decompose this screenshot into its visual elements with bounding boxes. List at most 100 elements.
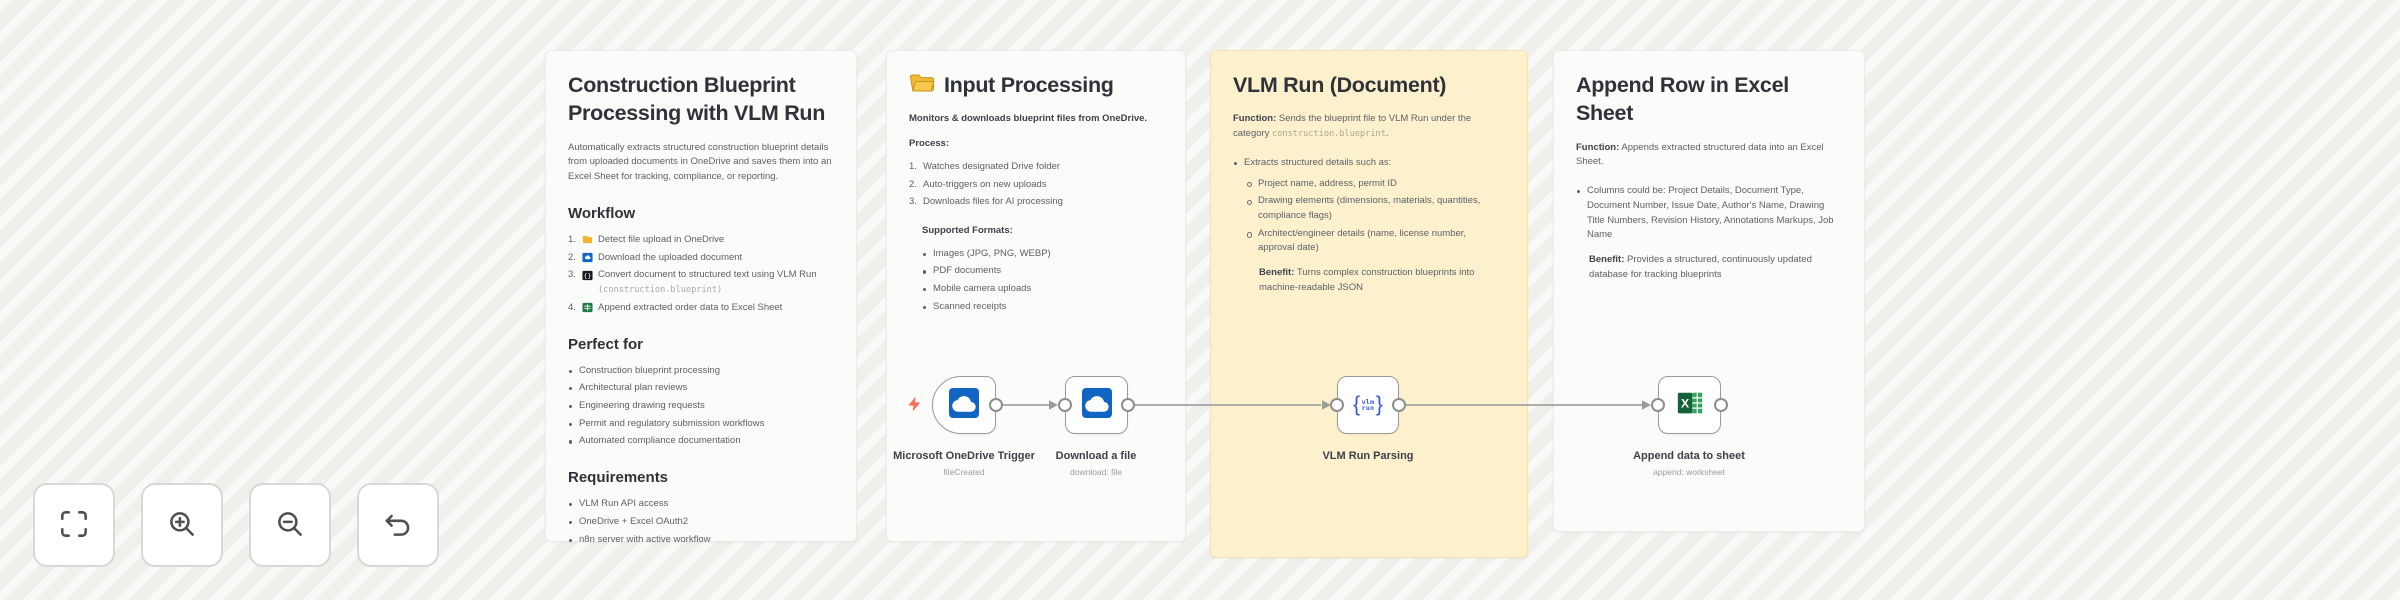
function-text: Sends the blueprint file to VLM Run unde…: [1233, 113, 1472, 140]
sticky-note-overview[interactable]: Construction Blueprint Processing with V…: [545, 50, 857, 545]
list-item: 4. Append extracted order data to Excel …: [568, 301, 834, 316]
step-text: Append extracted order data to Excel She…: [598, 301, 783, 313]
note-title: Input Processing: [944, 73, 1114, 97]
node-append-data-to-sheet[interactable]: X: [1658, 376, 1721, 434]
note-title: Construction Blueprint Processing with V…: [568, 73, 826, 126]
function-text: Appends extracted structured data into a…: [1576, 141, 1824, 168]
benefit-paragraph: Benefit: Turns complex construction blue…: [1259, 266, 1505, 295]
list-item: Columns could be: Project Details, Docum…: [1576, 184, 1842, 243]
list-item-text: Scanned receipts: [933, 300, 1007, 312]
list-item: Engineering drawing requests: [568, 399, 834, 414]
list-item: OneDrive + Excel OAuth2: [568, 515, 834, 530]
zoom-in-button[interactable]: [141, 483, 223, 567]
process-heading: Process:: [909, 137, 1163, 152]
formats-heading: Supported Formats:: [922, 224, 1163, 239]
benefit-label: Benefit:: [1589, 254, 1625, 266]
node-download-a-file[interactable]: [1065, 376, 1128, 434]
folder-icon: [909, 73, 935, 98]
node-subtitle: download: file: [1070, 466, 1122, 477]
function-label: Function:: [1233, 113, 1277, 125]
fit-view-button[interactable]: [33, 483, 115, 567]
node-name: VLM Run Parsing: [1322, 450, 1414, 462]
step-number: 4.: [568, 301, 576, 313]
perfect-for-list: Construction blueprint processing Archit…: [568, 364, 834, 450]
node-label: Download a file download: file: [1011, 449, 1181, 478]
function-paragraph: Function: Appends extracted structured d…: [1576, 141, 1842, 170]
function-label: Function:: [1576, 141, 1620, 153]
process-steps-list: 1. Watches designated Drive folder 2. Au…: [909, 160, 1163, 210]
step-code: (construction.blueprint): [598, 285, 723, 296]
node-name: Download a file: [1055, 450, 1137, 462]
list-item-text: Automated compliance documentation: [579, 435, 741, 447]
benefit-text: Turns complex construction blueprints in…: [1259, 267, 1475, 293]
list-item: Automated compliance documentation: [568, 434, 834, 449]
list-item: 1. Watches designated Drive folder: [909, 160, 1163, 175]
perfect-for-heading: Perfect for: [568, 335, 644, 353]
node-microsoft-onedrive-trigger[interactable]: [932, 376, 996, 434]
zoom-in-icon: [165, 507, 199, 544]
list-item: Permit and regulatory submission workflo…: [568, 417, 834, 432]
list-item-text: Images (JPG, PNG, WEBP): [933, 247, 1051, 259]
onedrive-icon: [1081, 387, 1112, 423]
list-item: 2. Download the uploaded document: [568, 251, 834, 266]
sticky-note-input-processing[interactable]: Input Processing Monitors & downloads bl…: [886, 50, 1186, 542]
step-number: 3.: [568, 269, 576, 281]
undo-icon: [381, 507, 415, 544]
requirements-list: VLM Run API access OneDrive + Excel OAut…: [568, 497, 834, 547]
columns-list: Columns could be: Project Details, Docum…: [1576, 184, 1842, 243]
list-item-text: Architect/engineer details (name, licens…: [1258, 227, 1467, 254]
step-number: 1.: [909, 160, 917, 172]
step-text: Auto-triggers on new uploads: [923, 178, 1047, 190]
step-text: Convert document to structured text usin…: [598, 269, 817, 281]
formats-list: Images (JPG, PNG, WEBP) PDF documents Mo…: [922, 247, 1163, 315]
workflow-steps-list: 1. Detect file upload in OneDrive 2. Dow…: [568, 233, 834, 316]
note-title: VLM Run (Document): [1233, 73, 1447, 97]
onedrive-icon: [949, 387, 979, 423]
list-item-text: Project name, address, permit ID: [1258, 177, 1397, 189]
excel-icon: X: [1675, 388, 1705, 423]
node-subtitle: append: worksheet: [1653, 466, 1725, 477]
vlm-icon: {}: [582, 270, 593, 281]
zoom-out-icon: [273, 507, 307, 544]
svg-text:{}: {}: [584, 272, 592, 280]
extract-details-list: Project name, address, permit ID Drawing…: [1246, 177, 1505, 257]
workflow-heading: Workflow: [568, 204, 636, 222]
fit-view-icon: [57, 507, 91, 544]
step-number: 3.: [909, 196, 917, 208]
step-text: Watches designated Drive folder: [923, 160, 1060, 172]
benefit-label: Benefit:: [1259, 267, 1295, 279]
zoom-out-button[interactable]: [249, 483, 331, 567]
sticky-note-vlm-run[interactable]: VLM Run (Document) Function: Sends the b…: [1210, 50, 1528, 558]
list-item: 3. {} Convert document to structured tex…: [568, 268, 834, 297]
list-item-text: OneDrive + Excel OAuth2: [579, 515, 689, 527]
subtitle-text: Monitors & downloads blueprint files fro…: [909, 113, 1148, 125]
node-name: Append data to sheet: [1633, 450, 1745, 462]
list-item: Scanned receipts: [922, 300, 1163, 315]
excel-icon: [582, 302, 593, 313]
list-item: n8n server with active workflow: [568, 533, 834, 548]
list-item: Architect/engineer details (name, licens…: [1246, 227, 1505, 256]
list-item: Extracts structured details such as:: [1233, 156, 1505, 171]
list-item-text: Mobile camera uploads: [933, 283, 1032, 295]
function-period: .: [1385, 128, 1389, 140]
benefit-paragraph: Benefit: Provides a structured, continuo…: [1589, 253, 1842, 282]
list-item: 2. Auto-triggers on new uploads: [909, 178, 1163, 193]
note-subtitle: Monitors & downloads blueprint files fro…: [909, 112, 1163, 127]
note-title: Append Row in Excel Sheet: [1576, 73, 1789, 126]
function-paragraph: Function: Sends the blueprint file to VL…: [1233, 112, 1505, 141]
sticky-note-append-excel[interactable]: Append Row in Excel Sheet Function: Appe…: [1553, 50, 1865, 532]
extracts-list: Extracts structured details such as:: [1233, 156, 1505, 171]
list-item-text: PDF documents: [933, 265, 1002, 277]
heading-text: Process:: [909, 138, 950, 150]
svg-text:X: X: [1680, 396, 1689, 410]
list-item: Construction blueprint processing: [568, 364, 834, 379]
undo-button[interactable]: [357, 483, 439, 567]
step-text: Detect file upload in OneDrive: [598, 233, 725, 245]
step-number: 1.: [568, 233, 576, 245]
list-item: Mobile camera uploads: [922, 282, 1163, 297]
list-item-text: Extracts structured details such as:: [1244, 156, 1392, 168]
benefit-text: Provides a structured, continuously upda…: [1589, 254, 1812, 280]
list-item-text: Construction blueprint processing: [579, 364, 720, 376]
